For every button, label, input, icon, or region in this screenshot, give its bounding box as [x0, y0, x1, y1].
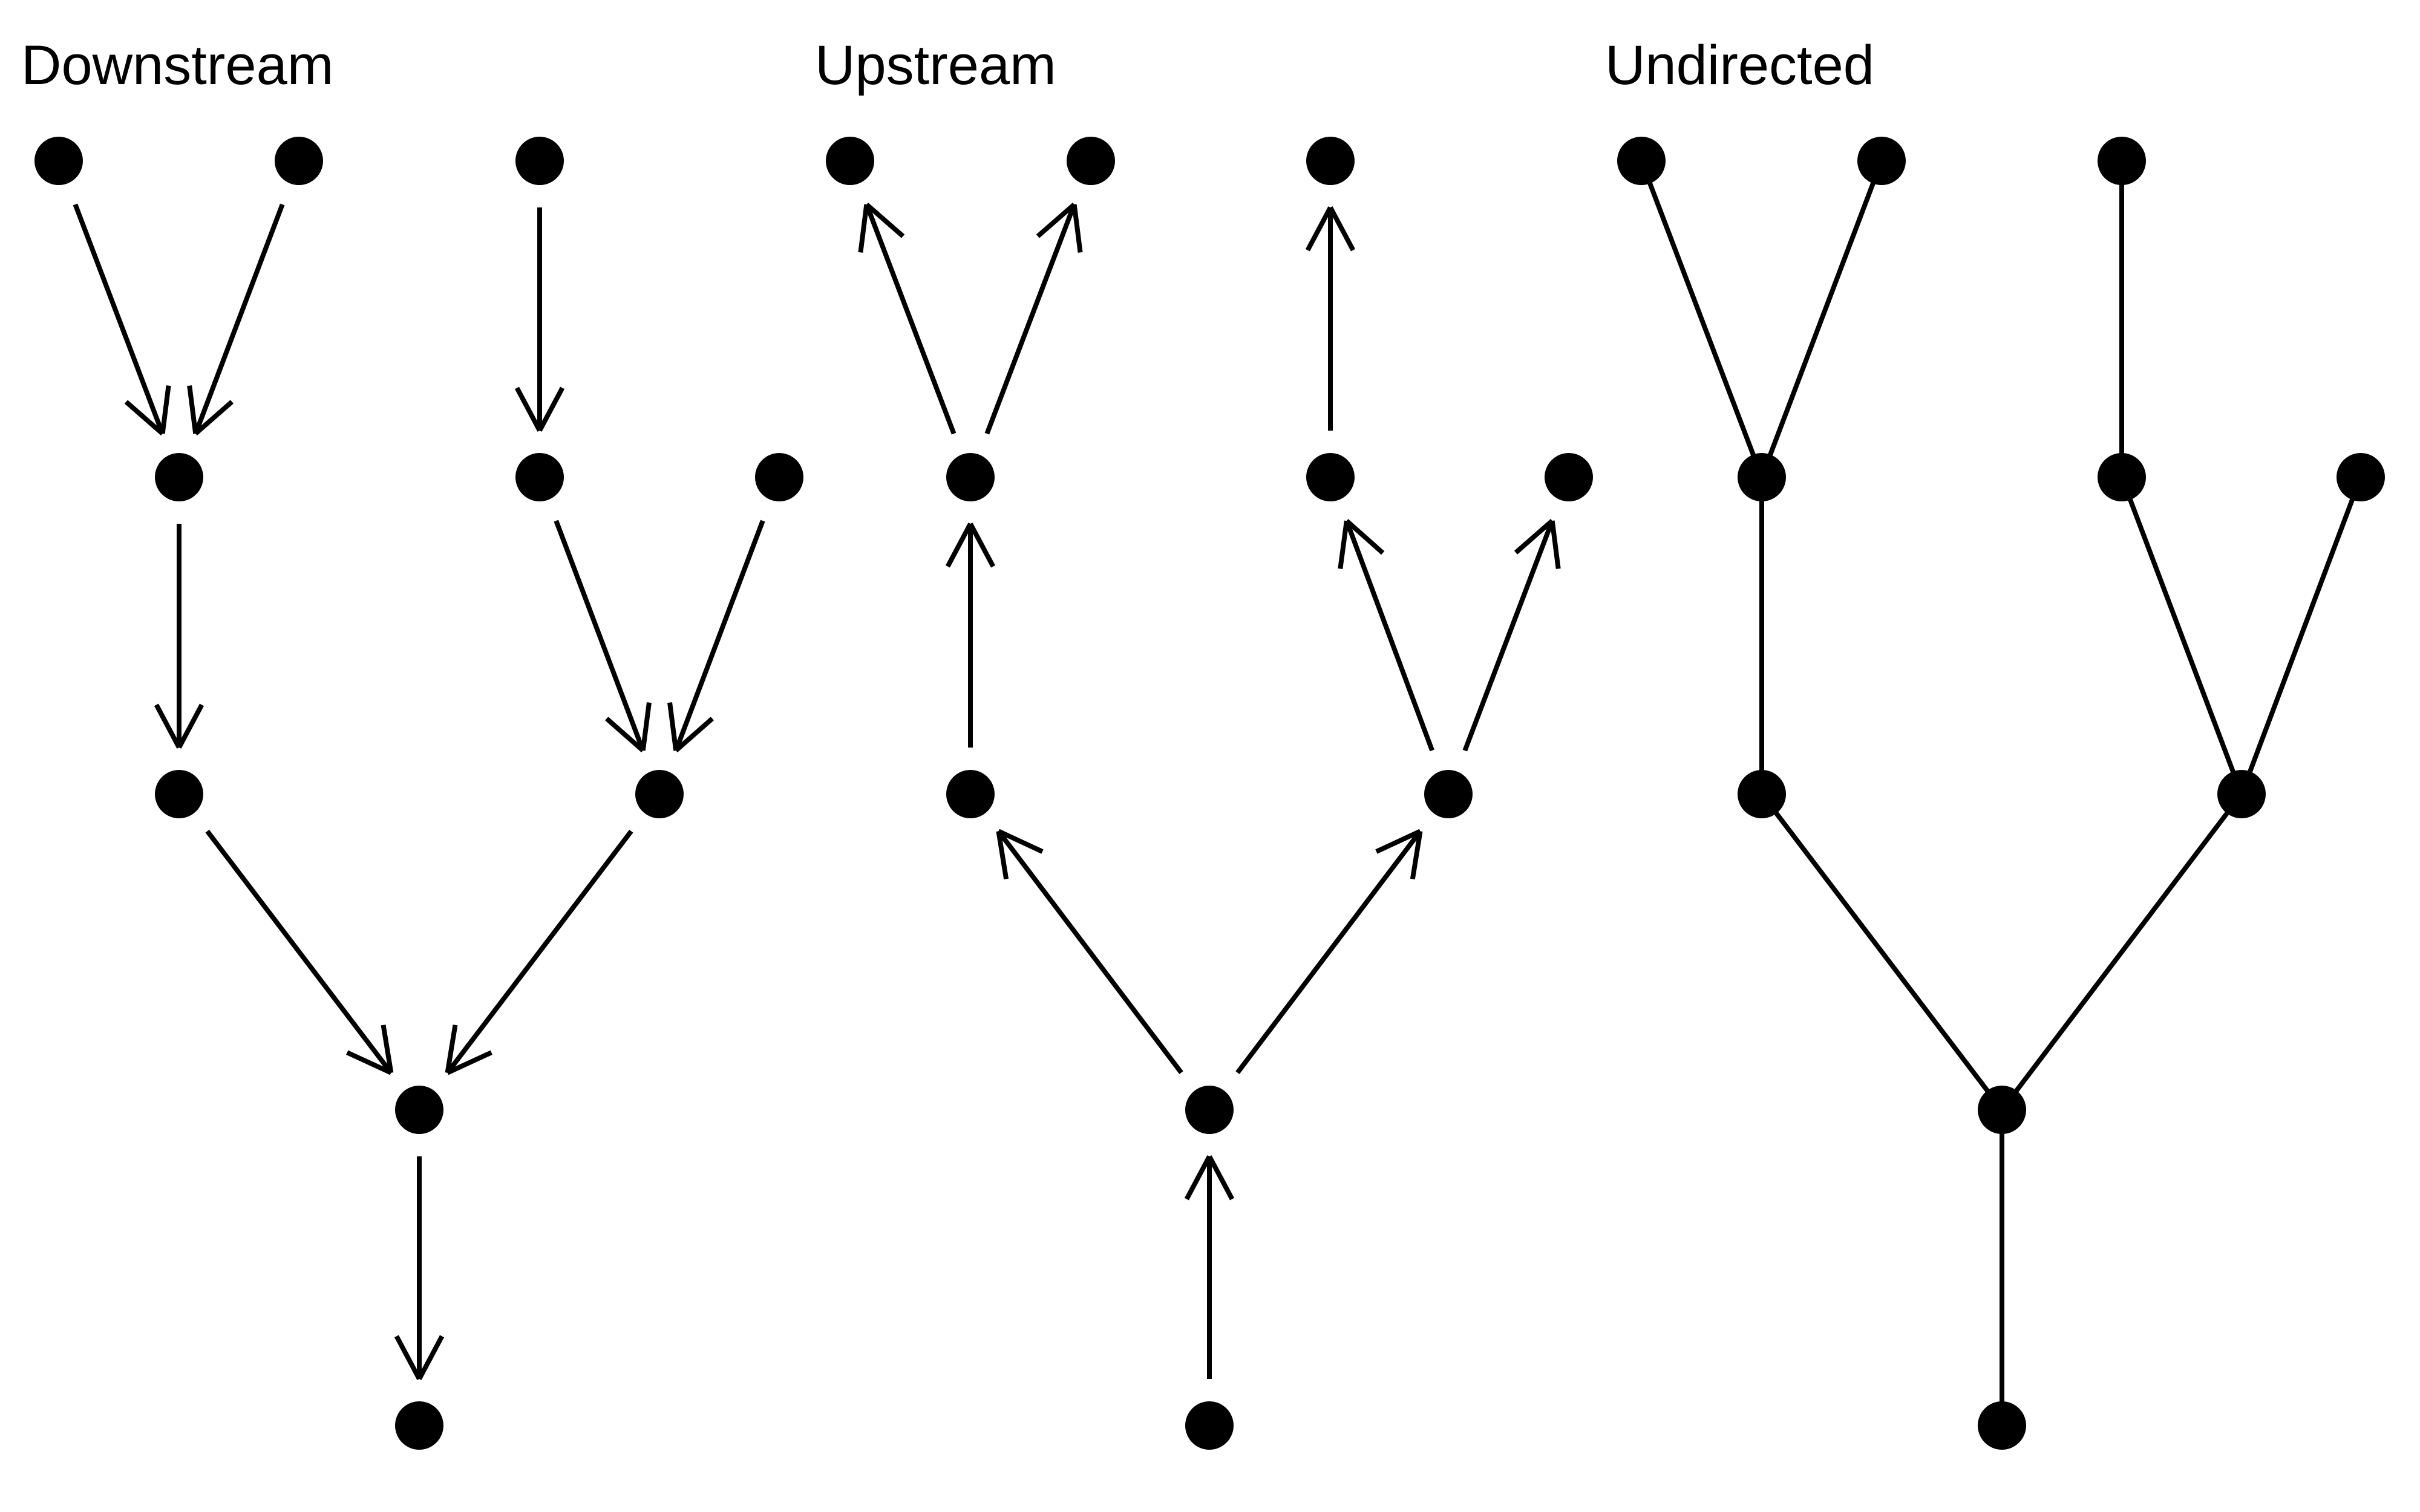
graph-edge-line [1759, 160, 1884, 478]
graph-node-upstream-h [1424, 770, 1473, 818]
graph-edge-line [2119, 476, 2244, 795]
graph-node-downstream-a [34, 137, 83, 185]
graph-edge-arrow-shaft [554, 520, 646, 752]
graph-node-downstream-i [395, 1086, 443, 1134]
graph-arrowhead-barb [865, 202, 905, 238]
graph-node-downstream-j [395, 1401, 443, 1450]
panel-downstream [34, 137, 803, 1450]
graph-node-downstream-e [515, 453, 564, 501]
graph-edge-arrow-shaft [984, 203, 1077, 435]
graph-arrowhead-barb [187, 385, 198, 434]
graph-arrowhead-barb [640, 702, 652, 751]
graph-arrowhead-barb [945, 523, 973, 568]
graph-node-downstream-c [515, 137, 564, 185]
graph-arrowhead-barb [445, 1025, 458, 1074]
graph-node-upstream-e [1306, 453, 1355, 501]
graph-edge-arrow-shaft [673, 520, 765, 752]
graph-arrowhead-barb [194, 400, 234, 435]
graph-node-upstream-i [1185, 1086, 1234, 1134]
graph-edge-line [1759, 792, 2004, 1112]
graph-arrowhead-barb [417, 1335, 445, 1380]
graph-node-upstream-a [826, 137, 874, 185]
graph-arrowhead-barb [1305, 206, 1333, 252]
graph-node-undirected-b [1857, 137, 1906, 185]
graph-arrowhead-barb [996, 830, 1009, 880]
graph-arrowhead-barb [1328, 206, 1356, 252]
graph-node-upstream-g [946, 770, 995, 818]
panel-title-upstream: Upstream [815, 34, 1056, 96]
graph-edge-arrow-shaft [1462, 520, 1555, 752]
graph-node-undirected-d [1738, 453, 1786, 501]
graph-edge-arrow-shaft [205, 829, 393, 1075]
graph-edge-arrow-shaft [73, 203, 165, 435]
panel-undirected [1617, 137, 2385, 1450]
panel-title-downstream: Downstream [21, 34, 334, 96]
graph-arrowhead-barb [1514, 518, 1554, 555]
graph-arrowhead-barb [1071, 204, 1083, 253]
graph-node-upstream-b [1067, 137, 1115, 185]
graph-edge-arrow-shaft [1235, 829, 1422, 1075]
graph-edge-arrow-shaft [445, 829, 633, 1075]
graph-node-undirected-h [2217, 770, 2266, 818]
graph-edge-arrow-shaft [996, 829, 1183, 1075]
graph-edge-arrow-shaft [864, 203, 957, 435]
graph-arrowhead-barb [997, 829, 1044, 854]
graph-node-upstream-c [1306, 137, 1355, 185]
graph-arrowhead-barb [514, 386, 542, 432]
graph-arrowhead-barb [674, 717, 714, 752]
graph-node-upstream-j [1185, 1401, 1234, 1450]
graph-arrowhead-barb [605, 717, 645, 752]
graph-arrowhead-barb [1184, 1155, 1212, 1201]
graph-node-downstream-d [155, 453, 203, 501]
graph-arrowhead-barb [1338, 520, 1349, 569]
graph-arrowhead-barb [968, 523, 996, 568]
graph-node-upstream-f [1545, 453, 1593, 501]
graph-arrowhead-barb [858, 204, 869, 253]
graph-node-undirected-c [2098, 137, 2146, 185]
graph-edge-line [2239, 476, 2363, 795]
graph-node-undirected-a [1617, 137, 1666, 185]
graph-edge-line [2000, 792, 2244, 1112]
graph-node-undirected-e [2098, 453, 2146, 501]
graph-arrowhead-barb [346, 1050, 393, 1075]
graph-arrowhead-barb [667, 702, 679, 751]
graph-node-downstream-b [275, 137, 323, 185]
graph-edge-arrow-shaft [1344, 520, 1434, 752]
graph-arrowhead-barb [177, 703, 204, 749]
graph-arrowhead-barb [381, 1025, 394, 1074]
graph-arrowhead-barb [446, 1050, 492, 1075]
graph-arrowhead-barb [394, 1335, 422, 1380]
graph-edge-arrow-shaft [193, 203, 285, 435]
graph-edge-line [1639, 160, 1764, 478]
panel-title-undirected: Undirected [1605, 34, 1874, 96]
graph-node-undirected-f [2337, 453, 2385, 501]
graph-node-downstream-h [635, 770, 684, 818]
graph-arrowhead-barb [1549, 520, 1561, 569]
graph-arrowhead-barb [1410, 830, 1423, 880]
graph-node-upstream-d [946, 453, 995, 501]
graph-arrowhead-barb [1036, 202, 1076, 238]
graph-arrowhead-barb [160, 385, 171, 434]
graph-node-downstream-g [155, 770, 203, 818]
graph-node-undirected-i [1978, 1086, 2026, 1134]
graph-node-undirected-j [1978, 1401, 2026, 1450]
graph-node-undirected-g [1738, 770, 1786, 818]
graph-arrowhead-barb [1375, 829, 1422, 854]
graph-arrowhead-barb [154, 703, 182, 749]
graph-arrowhead-barb [124, 400, 165, 436]
panel-upstream [826, 137, 1593, 1450]
graph-arrowhead-barb [537, 386, 565, 432]
graph-arrowhead-barb [1345, 519, 1385, 555]
graph-node-downstream-f [755, 453, 803, 501]
graph-arrowhead-barb [1207, 1155, 1235, 1201]
